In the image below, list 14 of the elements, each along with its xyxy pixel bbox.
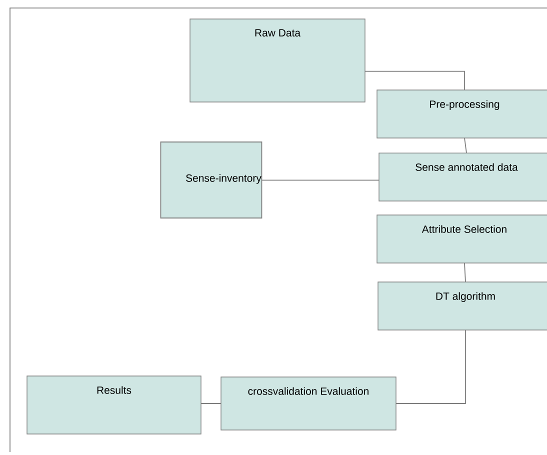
connector-line — [200, 403, 222, 404]
connector-line — [464, 138, 467, 154]
process-box: Results — [26, 376, 202, 434]
connector-line — [364, 70, 465, 90]
process-box: crossvalidation Evaluation — [220, 376, 396, 430]
process-box: Sense annotated data — [378, 152, 547, 202]
process-box: Raw Data — [190, 18, 366, 102]
connector-line — [261, 180, 380, 181]
process-box: DT algorithm — [378, 282, 547, 330]
process-box: Pre-processing — [376, 90, 547, 138]
connector-line — [396, 330, 466, 404]
process-box: Attribute Selection — [376, 214, 547, 264]
database-cylinder: Sense-inventory — [160, 142, 262, 218]
connector-line — [464, 262, 466, 282]
